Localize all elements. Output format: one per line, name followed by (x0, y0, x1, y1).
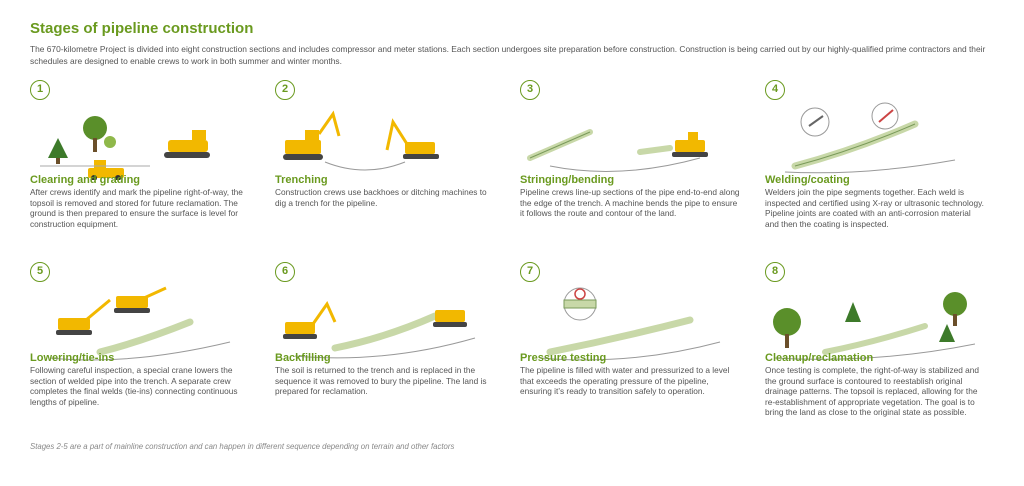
stage-number-badge: 5 (30, 262, 50, 282)
backfilling-illustration (283, 300, 476, 359)
stage-title: Welding/coating (765, 174, 850, 186)
stage-1: 1 Clearing and grading After crews ident… (30, 80, 255, 229)
footnote: Stages 2-5 are a part of mainline constr… (30, 442, 455, 451)
stage-number-badge: 1 (30, 80, 50, 100)
stage-7: 7 Pressure testing The pipeline is fille… (520, 262, 745, 396)
stage-description: The soil is returned to the trench and i… (275, 365, 487, 396)
stage-number-badge: 2 (275, 80, 295, 100)
intro-paragraph: The 670-kilometre Project is divided int… (30, 44, 986, 66)
stage-title: Lowering/tie-ins (30, 352, 115, 364)
stage-title: Backfilling (275, 352, 331, 364)
stage-6: 6 Backfilling The soil is returned to th… (275, 262, 500, 396)
stage-number-badge: 3 (520, 80, 540, 100)
reclamation-illustration (773, 292, 975, 360)
pressure-testing-illustration (539, 287, 721, 361)
stage-number-badge: 6 (275, 262, 295, 282)
stage-title: Trenching (275, 174, 328, 186)
stage-description: Following careful inspection, a special … (30, 365, 238, 407)
welding-illustration (784, 102, 956, 174)
stage-4: 4 Welding/coating Welders join the pipe … (765, 80, 990, 229)
page: Stages of pipeline construction The 670-… (30, 20, 1000, 67)
lowering-illustration (49, 286, 231, 361)
stage-title: Clearing and grading (30, 174, 141, 186)
stage-title: Cleanup/reclamation (765, 352, 874, 364)
stringing-illustration (527, 129, 708, 172)
page-title: Stages of pipeline construction (30, 20, 254, 37)
trenching-illustration (283, 110, 439, 171)
stage-number-badge: 8 (765, 262, 785, 282)
stage-3: 3 Stringing/bending Pipeline crews line-… (520, 80, 745, 218)
stage-description: The pipeline is filled with water and pr… (520, 365, 730, 396)
stage-2: 2 Trenching Construction crews use backh… (275, 80, 500, 208)
stage-description: Construction crews use backhoes or ditch… (275, 187, 487, 208)
stage-number-badge: 4 (765, 80, 785, 100)
clearing-illustration (40, 116, 210, 180)
stage-5: 5 Lowering/tie-ins Following careful ins… (30, 262, 255, 407)
stage-title: Pressure testing (520, 352, 607, 364)
stage-title: Stringing/bending (520, 174, 615, 186)
stage-description: Once testing is complete, the right-of-w… (765, 365, 979, 417)
stage-description: After crews identify and mark the pipeli… (30, 187, 243, 229)
stage-description: Welders join the pipe segments together.… (765, 187, 984, 229)
stage-number-badge: 7 (520, 262, 540, 282)
stage-8: 8 Cleanup/reclamation Once testing is co… (765, 262, 990, 417)
stage-description: Pipeline crews line-up sections of the p… (520, 187, 740, 218)
